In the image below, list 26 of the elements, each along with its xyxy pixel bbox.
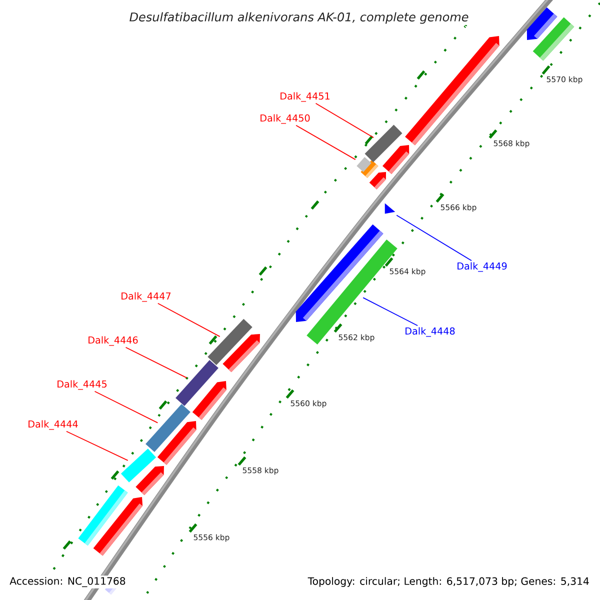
gene-label: Dalk_4446 bbox=[88, 336, 138, 346]
leader-line bbox=[66, 430, 128, 461]
leader-line bbox=[157, 302, 220, 338]
gene-label: Dalk_4449 bbox=[458, 262, 507, 272]
gene-label: Dalk_4447 bbox=[122, 292, 171, 302]
leader-line bbox=[125, 346, 188, 378]
leader-line bbox=[94, 390, 158, 424]
leader-line bbox=[296, 124, 356, 160]
gene-label: Dalk_4445 bbox=[58, 380, 107, 390]
gene-bar bbox=[356, 157, 372, 172]
gene-bar bbox=[146, 404, 190, 452]
gene-bar bbox=[120, 448, 156, 482]
leader-line bbox=[362, 297, 418, 326]
gene-bar bbox=[208, 318, 252, 366]
gene-label: Dalk_4448 bbox=[406, 327, 455, 337]
gene-bar bbox=[176, 360, 218, 406]
gene-label: Dalk_4451 bbox=[280, 92, 330, 102]
gene-marker bbox=[384, 203, 396, 214]
leader-line bbox=[396, 214, 472, 262]
gene-label: Dalk_4450 bbox=[260, 114, 310, 124]
accession-text: Accession: NC_011768 bbox=[8, 576, 128, 588]
gene-label: Dalk_4444 bbox=[28, 420, 78, 430]
title: Desulfatibacillum alkenivorans AK-01, complete genome bbox=[130, 12, 468, 24]
gene-bar bbox=[364, 124, 402, 162]
genome-info-text: Topology: circular; Length: 6,517,073 bp; Genes: 5,314 bbox=[306, 576, 591, 588]
leader-line bbox=[315, 102, 374, 138]
